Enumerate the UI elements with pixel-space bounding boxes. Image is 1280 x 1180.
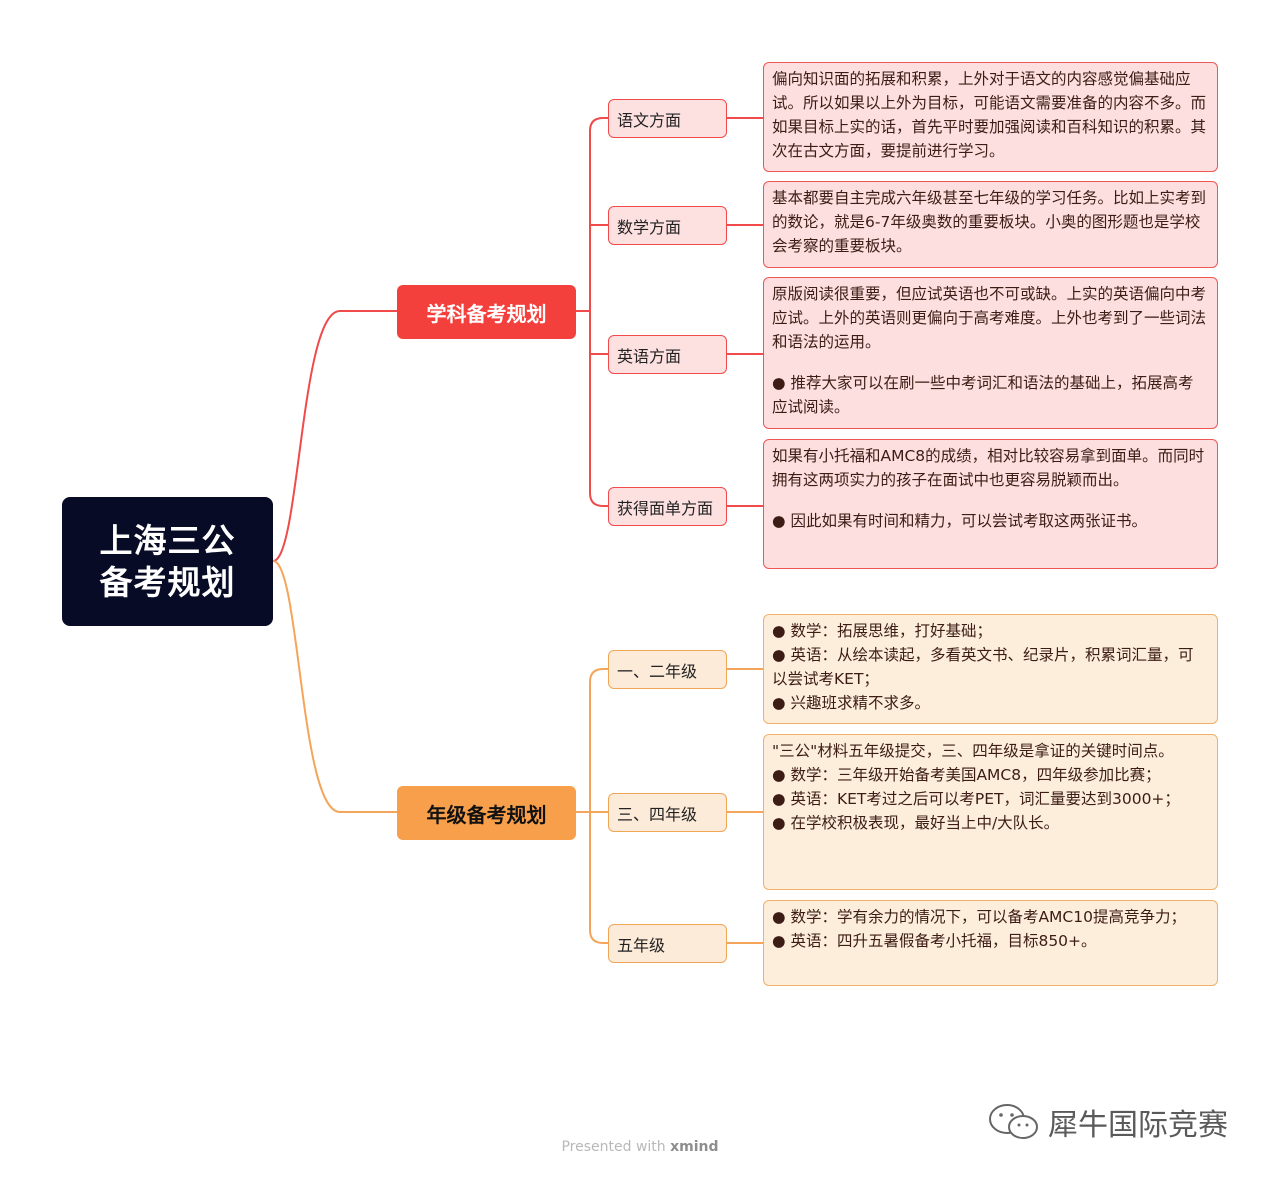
- note-interview-ticket: 如果有小托福和AMC8的成绩，相对比较容易拿到面单。而同时拥有这两项实力的孩子在…: [763, 439, 1218, 569]
- note-text: 基本都要自主完成六年级甚至七年级的学习任务。比如上实考到的数论，就是6-7年级奥…: [772, 189, 1207, 255]
- subtopic-english[interactable]: 英语方面: [608, 335, 727, 374]
- subtopic-grade-5[interactable]: 五年级: [608, 924, 727, 963]
- main-topic-grade-planning[interactable]: 年级备考规划: [397, 786, 576, 840]
- subtopic-chinese[interactable]: 语文方面: [608, 99, 727, 138]
- subtopic-interview-ticket[interactable]: 获得面单方面: [608, 487, 727, 526]
- watermark: 犀牛国际竞赛: [986, 1100, 1228, 1144]
- note-chinese: 偏向知识面的拓展和积累，上外对于语文的内容感觉偏基础应试。所以如果以上外为目标，…: [763, 62, 1218, 172]
- note-grade-5: ● 数学：学有余力的情况下，可以备考AMC10提高竞争力； ● 英语：四升五暑假…: [763, 900, 1218, 986]
- central-topic[interactable]: 上海三公 备考规划: [62, 497, 273, 626]
- wechat-icon: [989, 1104, 1038, 1139]
- main-topic-subject-planning[interactable]: 学科备考规划: [397, 285, 576, 339]
- note-english: 原版阅读很重要，但应试英语也不可或缺。上实的英语偏向中考应试。上外的英语则更偏向…: [763, 277, 1218, 429]
- note-math: 基本都要自主完成六年级甚至七年级的学习任务。比如上实考到的数论，就是6-7年级奥…: [763, 181, 1218, 268]
- note-bullet: ● 英语：KET考过之后可以考PET，词汇量要达到3000+；: [772, 790, 1180, 808]
- note-grade-3-4: "三公"材料五年级提交，三、四年级是拿证的关键时间点。 ● 数学：三年级开始备考…: [763, 734, 1218, 890]
- subtopic-grade-3-4[interactable]: 三、四年级: [608, 793, 727, 832]
- watermark-text: 犀牛国际竞赛: [1048, 1108, 1228, 1143]
- central-topic-line1: 上海三公: [99, 520, 236, 560]
- central-topic-line2: 备考规划: [99, 562, 236, 602]
- note-bullet: ● 因此如果有时间和精力，可以尝试考取这两张证书。: [772, 512, 1147, 530]
- note-text: 原版阅读很重要，但应试英语也不可或缺。上实的英语偏向中考应试。上外的英语则更偏向…: [772, 285, 1207, 351]
- footer-brand: xmind: [670, 1139, 719, 1155]
- note-bullet: ● 兴趣班求精不求多。: [772, 694, 930, 712]
- note-bullet: ● 英语：从绘本读起，多看英文书、纪录片，积累词汇量，可以尝试考KET；: [772, 646, 1194, 688]
- note-bullet: ● 数学：学有余力的情况下，可以备考AMC10提高竞争力；: [772, 908, 1186, 926]
- footer-prefix: Presented with: [561, 1139, 671, 1155]
- note-text: 偏向知识面的拓展和积累，上外对于语文的内容感觉偏基础应试。所以如果以上外为目标，…: [772, 70, 1207, 160]
- note-bullet: ● 在学校积极表现，最好当上中/大队长。: [772, 814, 1060, 832]
- subtopic-grade-1-2[interactable]: 一、二年级: [608, 650, 727, 689]
- note-bullet: ● 数学：三年级开始备考美国AMC8，四年级参加比赛；: [772, 766, 1161, 784]
- note-text: 如果有小托福和AMC8的成绩，相对比较容易拿到面单。而同时拥有这两项实力的孩子在…: [772, 447, 1205, 489]
- subtopic-math[interactable]: 数学方面: [608, 206, 727, 245]
- note-grade-1-2: ● 数学：拓展思维，打好基础； ● 英语：从绘本读起，多看英文书、纪录片，积累词…: [763, 614, 1218, 724]
- note-bullet: ● 推荐大家可以在刷一些中考词汇和语法的基础上，拓展高考应试阅读。: [772, 374, 1194, 416]
- note-bullet: ● 数学：拓展思维，打好基础；: [772, 622, 992, 640]
- note-bullet: ● 英语：四升五暑假备考小托福，目标850+。: [772, 932, 1097, 950]
- footer-credit: Presented with xmind: [0, 1139, 1280, 1155]
- note-text: "三公"材料五年级提交，三、四年级是拿证的关键时间点。: [772, 742, 1174, 760]
